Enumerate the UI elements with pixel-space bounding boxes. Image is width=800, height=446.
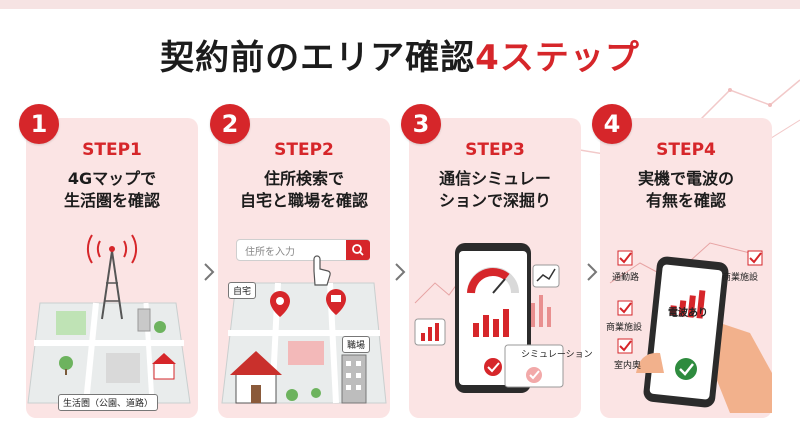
signal-status-text: 電波あり [668, 308, 708, 319]
map-illustration [27, 234, 191, 404]
map-caption: 生活圏（公園、道路） [58, 394, 159, 411]
step-description: 住所検索で自宅と職場を確認 [239, 169, 368, 210]
phone-in-hand-illustration [609, 242, 772, 413]
step-label: STEP1 [82, 140, 142, 160]
search-icon [352, 244, 364, 256]
step-number-badge: 4 [592, 104, 632, 144]
chevron-right-icon [587, 263, 598, 281]
tree-icon [59, 356, 73, 375]
hand-pointer-icon [313, 255, 331, 286]
step-description: 実機で電波の有無を確認 [637, 169, 734, 210]
house-icon [152, 353, 176, 380]
pin-label-work: 職場 [342, 336, 371, 353]
house-icon [230, 351, 282, 404]
check-label: 商業施設 [722, 273, 759, 283]
map-illustration [221, 255, 387, 404]
step-description: 4Gマップで生活圏を確認 [63, 169, 160, 210]
step-label: STEP3 [465, 140, 525, 160]
page-title: 契約前のエリア確認4ステップ [160, 38, 640, 78]
check-label: 通勤路 [612, 273, 640, 283]
pin-label-home: 自宅 [228, 282, 257, 299]
checkbox-icon [617, 300, 633, 316]
check-icon [484, 358, 502, 376]
chevron-right-icon [395, 263, 406, 281]
step-card-4: STEP4 実機で電波の有無を確認 電波あり 通勤路 商業施設 商業施設 室内奥 [600, 118, 772, 418]
map-pin-icon [326, 289, 346, 315]
signal-bars-icon [669, 290, 706, 319]
chevron-right-icon [204, 263, 215, 281]
signal-tower-icon [86, 234, 138, 320]
check-label: 室内奥 [614, 361, 642, 371]
checkbox-icon [747, 250, 763, 266]
step-number-badge: 3 [401, 104, 441, 144]
step-card-2: STEP2 住所検索で自宅と職場を確認 住所を入力 自宅 職場 [218, 118, 390, 418]
simulation-popup-label: シミュレーション [521, 350, 593, 360]
checkbox-icon [617, 338, 633, 354]
search-button [346, 240, 370, 260]
building-icon [341, 354, 367, 404]
step-number-badge: 1 [19, 104, 59, 144]
check-circle-icon [675, 358, 697, 380]
gauge-icon [467, 267, 519, 294]
bar-chart-icon [473, 309, 509, 337]
step-label: STEP2 [274, 140, 334, 160]
top-strip [0, 0, 800, 9]
step-card-1: STEP1 4Gマップで生活圏を確認 生活圏（公園、道路） [26, 118, 198, 418]
checkbox-icon [617, 250, 633, 266]
tree-icon [154, 321, 166, 333]
map-pin-icon [270, 291, 290, 317]
step-label: STEP4 [656, 140, 716, 160]
phone-simulation-illustration [414, 243, 564, 393]
step-number-badge: 2 [210, 104, 250, 144]
check-label: 商業施設 [606, 323, 643, 333]
step-card-3: STEP3 通信シミュレーションで深掘り シミュレーション [409, 118, 593, 418]
step-description: 通信シミュレーションで深掘り [438, 169, 551, 210]
